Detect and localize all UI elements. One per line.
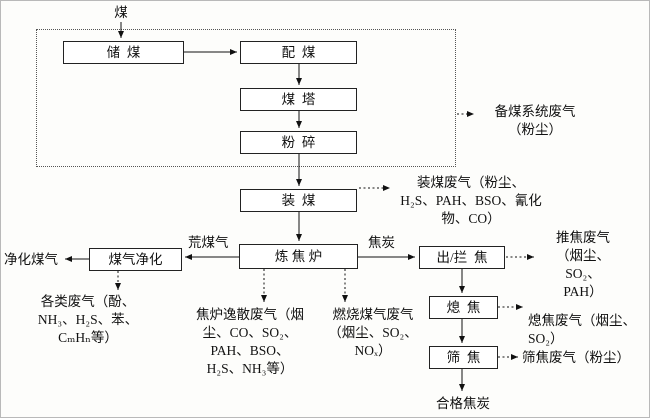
emission-coke-screening: 筛焦废气（粉尘） xyxy=(522,350,630,365)
emission-coal-charging: 装煤废气（粉尘、 H₂S、PAH、BSO、氰化 物、CO） xyxy=(400,175,542,226)
emission-oven-fugitive: 焦炉逸散废气（烟 尘、CO、SO₂、 PAH、BSO、 H₂S、NH₃等） xyxy=(196,307,304,376)
coal-prep-system-boundary xyxy=(36,29,456,167)
qualified-coke-label: 合格焦炭 xyxy=(436,396,490,411)
node-coking-oven: 炼 焦 炉 xyxy=(239,244,358,269)
coke-edge-label: 焦炭 xyxy=(368,235,395,250)
node-coal-tower: 煤 塔 xyxy=(240,88,357,111)
emission-coke-pushing: 推焦废气 （烟尘、 SO₂、 PAH） xyxy=(556,230,610,299)
node-coke-push-catch: 出/拦 焦 xyxy=(419,246,505,269)
node-coal-blending: 配 煤 xyxy=(240,41,357,64)
purified-gas-label: 净化煤气 xyxy=(4,252,58,267)
node-gas-purification: 煤气净化 xyxy=(89,248,182,271)
emission-gas-combustion: 燃烧煤气废气 （烟尘、SO₂、 NOₓ） xyxy=(328,307,418,358)
emission-gas-purification: 各类废气（酚、 NH₃、H₂S、苯、 CₘHₙ等） xyxy=(37,294,139,345)
node-coke-quenching: 熄 焦 xyxy=(429,296,498,319)
node-coal-charging: 装 煤 xyxy=(240,189,357,212)
raw-gas-edge-label: 荒煤气 xyxy=(188,235,229,250)
node-coke-screening: 筛 焦 xyxy=(429,346,498,369)
node-coal-storage: 储 煤 xyxy=(63,41,184,64)
coal-input-label: 煤 xyxy=(114,5,128,20)
emission-coke-quenching: 熄焦废气（烟尘、 SO₂） xyxy=(528,313,636,346)
node-crushing: 粉 碎 xyxy=(240,131,357,154)
emission-coal-prep: 备煤系统废气 （粉尘） xyxy=(494,104,576,137)
